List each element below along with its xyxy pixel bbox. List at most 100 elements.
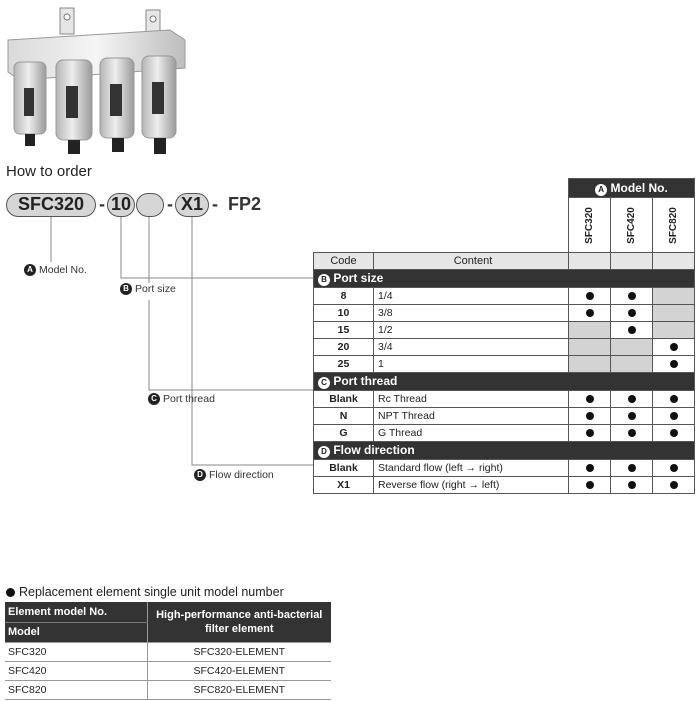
- replacement-title-text: Replacement element single unit model nu…: [19, 585, 284, 599]
- available-cell: [610, 304, 653, 322]
- available-dot-icon: [585, 292, 594, 301]
- unavailable-cell: [568, 321, 611, 339]
- available-cell: [610, 390, 653, 408]
- code-cell: 20: [313, 338, 374, 356]
- available-cell: [610, 287, 653, 305]
- content-cell: NPT Thread: [373, 407, 569, 425]
- available-dot-icon: [627, 412, 636, 421]
- replacement-element: SFC320-ELEMENT: [147, 642, 331, 662]
- section-badge: D: [318, 446, 330, 458]
- unavailable-cell: [610, 355, 653, 373]
- label-port-size: B Port size: [120, 283, 176, 295]
- code-cell: Blank: [313, 390, 374, 408]
- section-badge: C: [318, 377, 330, 389]
- available-cell: [568, 407, 611, 425]
- repl-header-top: Element model No.: [5, 602, 148, 623]
- repl-header-bottom: Model: [5, 622, 148, 643]
- label-model-no: A Model No.: [24, 264, 87, 276]
- available-cell: [568, 476, 611, 494]
- code-cell: 15: [313, 321, 374, 339]
- section-title: Port thread: [333, 374, 398, 388]
- available-cell: [652, 424, 695, 442]
- available-dot-icon: [627, 292, 636, 301]
- section-header: C Port thread: [313, 372, 695, 391]
- content-cell: Reverse flow (right → left): [373, 476, 569, 494]
- model-cell-header: [652, 252, 695, 270]
- available-cell: [568, 390, 611, 408]
- section-title: Flow direction: [333, 443, 415, 457]
- replacement-element: SFC420-ELEMENT: [147, 661, 331, 681]
- content-cell: 1/4: [373, 287, 569, 305]
- label-flow-direction-text: Flow direction: [209, 469, 274, 481]
- badge-c: C: [148, 393, 160, 405]
- port-thread-pill: [136, 193, 164, 217]
- model-cell-header: [610, 252, 653, 270]
- unavailable-cell: [652, 321, 695, 339]
- available-dot-icon: [585, 309, 594, 318]
- content-cell: G Thread: [373, 424, 569, 442]
- spacer: [314, 179, 569, 198]
- available-cell: [652, 338, 695, 356]
- badge-a: A: [24, 264, 36, 276]
- model-code-pill: SFC320: [6, 193, 96, 217]
- model-column-header: SFC320: [568, 197, 611, 253]
- available-cell: [568, 287, 611, 305]
- label-port-thread-text: Port thread: [163, 393, 215, 405]
- available-dot-icon: [585, 481, 594, 490]
- flow-pill: X1: [175, 193, 209, 217]
- model-column-header: SFC420: [610, 197, 653, 253]
- suffix-code: FP2: [228, 194, 262, 214]
- available-dot-icon: [627, 481, 636, 490]
- separator: -: [212, 194, 218, 214]
- content-cell: 1: [373, 355, 569, 373]
- section-header: D Flow direction: [313, 441, 695, 460]
- replacement-title: Replacement element single unit model nu…: [6, 585, 284, 599]
- replacement-model: SFC420: [5, 661, 148, 681]
- content-cell: Rc Thread: [373, 390, 569, 408]
- available-dot-icon: [669, 412, 678, 421]
- code-header: Code: [313, 252, 374, 270]
- badge-b: B: [120, 283, 132, 295]
- available-dot-icon: [627, 464, 636, 473]
- content-cell: 3/8: [373, 304, 569, 322]
- available-cell: [652, 390, 695, 408]
- available-cell: [652, 407, 695, 425]
- code-cell: N: [313, 407, 374, 425]
- available-dot-icon: [585, 395, 594, 404]
- available-cell: [610, 459, 653, 477]
- replacement-model: SFC320: [5, 642, 148, 662]
- available-dot-icon: [627, 395, 636, 404]
- section-badge: B: [318, 274, 330, 286]
- available-dot-icon: [669, 429, 678, 438]
- available-cell: [610, 407, 653, 425]
- label-port-thread: C Port thread: [148, 393, 215, 405]
- section-header: B Port size: [313, 269, 695, 288]
- available-cell: [610, 321, 653, 339]
- content-cell: 1/2: [373, 321, 569, 339]
- how-to-order-heading: How to order: [6, 163, 92, 180]
- available-dot-icon: [669, 343, 678, 352]
- model-name: SFC820: [668, 206, 679, 244]
- replacement-table: Element model No. High-performance anti-…: [5, 602, 331, 700]
- available-dot-icon: [627, 326, 636, 335]
- model-no-header: A Model No.: [568, 178, 695, 198]
- model-name: SFC320: [584, 206, 595, 244]
- model-cell-header: [568, 252, 611, 270]
- available-cell: [652, 476, 695, 494]
- unavailable-cell: [568, 355, 611, 373]
- code-cell: Blank: [313, 459, 374, 477]
- model-column-header: SFC820: [652, 197, 695, 253]
- available-cell: [652, 355, 695, 373]
- content-cell: 3/4: [373, 338, 569, 356]
- label-model-no-text: Model No.: [39, 264, 87, 276]
- available-dot-icon: [669, 464, 678, 473]
- section-title: Port size: [333, 271, 384, 285]
- model-name: SFC420: [626, 206, 637, 244]
